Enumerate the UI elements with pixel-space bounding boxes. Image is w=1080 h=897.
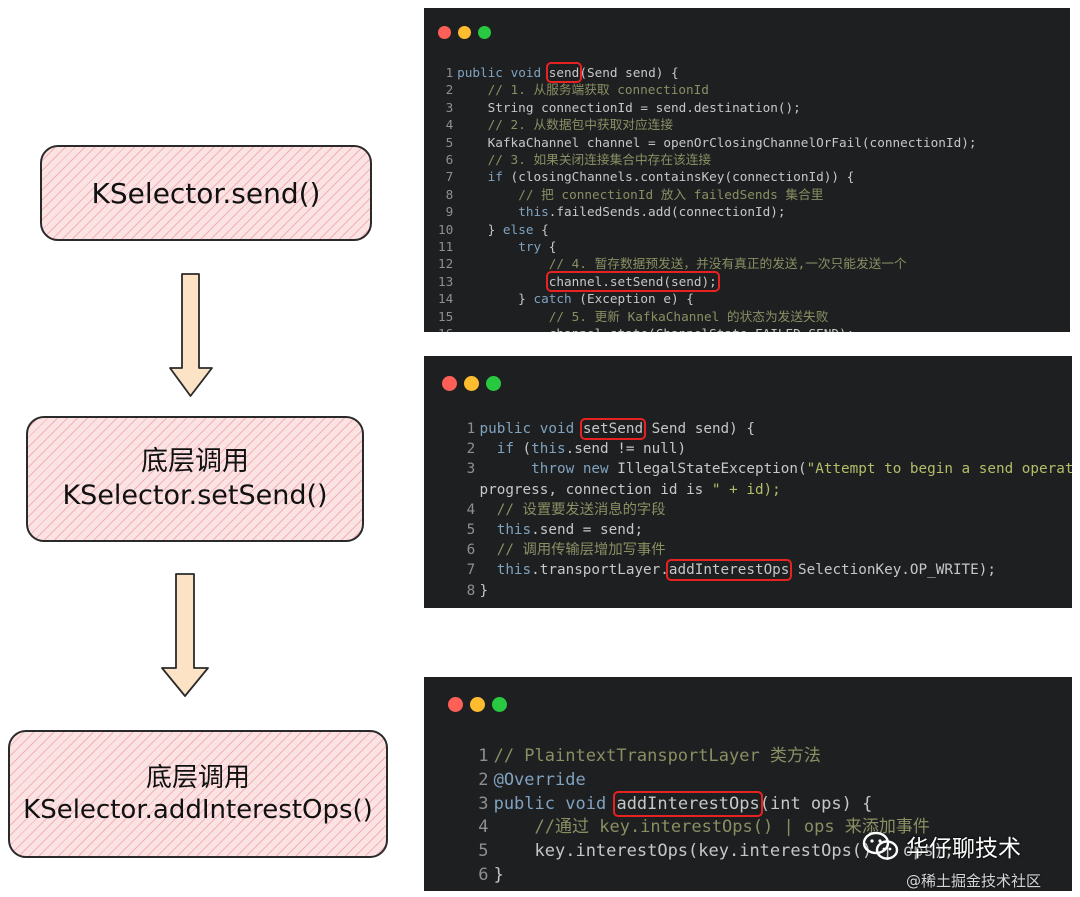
code-line: 3 throw new IllegalStateException("Attem… (458, 459, 1072, 479)
line-number: 9 (445, 204, 454, 220)
line-number: 12 (438, 256, 454, 272)
code-line: 4 // 设置要发送消息的字段 (458, 500, 1072, 520)
line-number: 2 (445, 82, 454, 98)
highlight-box: addInterestOps (665, 559, 793, 582)
code-line: 0progress, connection id is " + id); (479, 481, 781, 498)
code-line: 15 // 5. 更新 KafkaChannel 的状态为发送失败 (438, 308, 829, 324)
flow-box-setsend: 底层调用 KSelector.setSend() (26, 416, 364, 542)
code-line: 4 //通过 key.interestOps() | ops 来添加事件 (468, 816, 954, 840)
minimize-dot-icon (464, 376, 479, 391)
code-line: 5 key.interestOps(key.interestOps() | op… (468, 840, 954, 864)
line-number: 1 (466, 421, 476, 437)
code-line: 13 channel.setSend(send); (438, 270, 977, 292)
line-number: 8 (466, 582, 476, 599)
watermark-brand: 华仔聊技术 (862, 829, 1021, 863)
minimize-dot-icon (458, 26, 471, 39)
highlight-box: send (545, 62, 583, 83)
line-number: 10 (438, 221, 454, 237)
line-number: 2 (466, 441, 476, 458)
code-line: 11 try { (438, 239, 557, 255)
code-line: 5 this.send = send; (458, 520, 1072, 540)
code-line: 7 this.transportLayer.addInterestOps Sel… (458, 559, 1072, 582)
maximize-dot-icon (486, 376, 501, 391)
code-line: 8 // 把 connectionId 放入 failedSends 集合里 (438, 186, 977, 203)
code-line: 9 this.failedSends.add(connectionId); (438, 203, 977, 220)
line-number: 7 (445, 169, 454, 185)
code-line: 2 if (this.send != null) (458, 439, 1072, 459)
watermark-site: @稀土掘金技术社区 (906, 872, 1042, 890)
flow-box-setsend-caption: 底层调用 (141, 446, 249, 478)
code-line: 7 if (closingChannels.containsKey(connec… (438, 168, 977, 185)
line-number: 3 (445, 99, 454, 115)
code-line: 2@Override (468, 769, 954, 793)
line-number: 1 (445, 65, 454, 80)
line-number: 6 (466, 542, 476, 559)
flow-box-addinterestops-label: KSelector.addInterestOps() (23, 795, 373, 825)
wechat-icon (862, 831, 899, 860)
line-number: 4 (445, 117, 454, 133)
code-line: 1// PlaintextTransportLayer 类方法 (468, 745, 954, 769)
line-number: 3 (478, 793, 489, 814)
flow-box-addinterestops-caption: 底层调用 (145, 762, 250, 793)
down-arrow-icon (161, 573, 209, 697)
close-dot-icon (442, 376, 457, 391)
line-number: 8 (445, 186, 454, 202)
line-number: 1 (478, 746, 489, 766)
line-number: 14 (438, 291, 454, 307)
code-line: 5 KafkaChannel channel = openOrClosingCh… (438, 134, 977, 151)
window-controls (448, 697, 507, 712)
code-line: 12 // 4. 暂存数据预发送，并没有真正的发送,一次只能发送一个 (438, 256, 907, 272)
line-number: 4 (478, 817, 489, 838)
code-line: 6 // 调用传输层增加写事件 (458, 540, 1072, 560)
code-line: 10 } else { (438, 221, 549, 237)
line-number: 15 (438, 308, 454, 324)
line-number: 5 (445, 134, 454, 150)
maximize-dot-icon (492, 697, 507, 712)
line-number: 2 (478, 769, 489, 790)
line-number: 6 (445, 152, 454, 168)
close-dot-icon (438, 26, 451, 39)
code-line: 14 } catch (Exception e) { (438, 291, 694, 307)
code-line: 2 // 1. 从服务端获取 connectionId (438, 81, 977, 98)
line-number: 7 (466, 562, 476, 579)
code-line: 6 // 3. 如果关闭连接集合中存在该连接 (438, 151, 977, 168)
flow-box-send: KSelector.send() (40, 145, 372, 241)
line-number: 5 (478, 841, 489, 862)
close-dot-icon (448, 697, 463, 712)
down-arrow-icon (169, 273, 213, 397)
line-number: 3 (466, 461, 476, 478)
code-line: 3 String connectionId = send.destination… (438, 99, 977, 116)
highlight-box: addInterestOps (613, 790, 763, 817)
code-line: 16 channel.state(ChannelState.FAILED_SEN… (438, 325, 977, 332)
flow-box-addinterestops: 底层调用 KSelector.addInterestOps() (8, 730, 388, 858)
watermark-brand-text: 华仔聊技术 (906, 836, 1021, 862)
flow-box-send-label: KSelector.send() (91, 176, 321, 210)
line-number: 5 (466, 522, 476, 539)
highlight-box: setSend (579, 418, 647, 440)
window-controls (442, 376, 501, 391)
maximize-dot-icon (478, 26, 491, 39)
flow-box-setsend-label: KSelector.setSend() (62, 480, 328, 511)
line-number: 16 (438, 325, 453, 332)
line-number: 6 (478, 864, 489, 885)
window-controls (438, 26, 491, 39)
code-line: 6} (468, 864, 954, 888)
line-number: 11 (438, 239, 454, 255)
line-number: 13 (438, 273, 454, 289)
code-line: 4 // 2. 从数据包中获取对应连接 (438, 116, 977, 133)
highlight-box: channel.setSend(send); (545, 270, 720, 292)
minimize-dot-icon (470, 697, 485, 712)
line-number: 4 (466, 501, 476, 518)
code-line: 8} (458, 581, 1072, 601)
